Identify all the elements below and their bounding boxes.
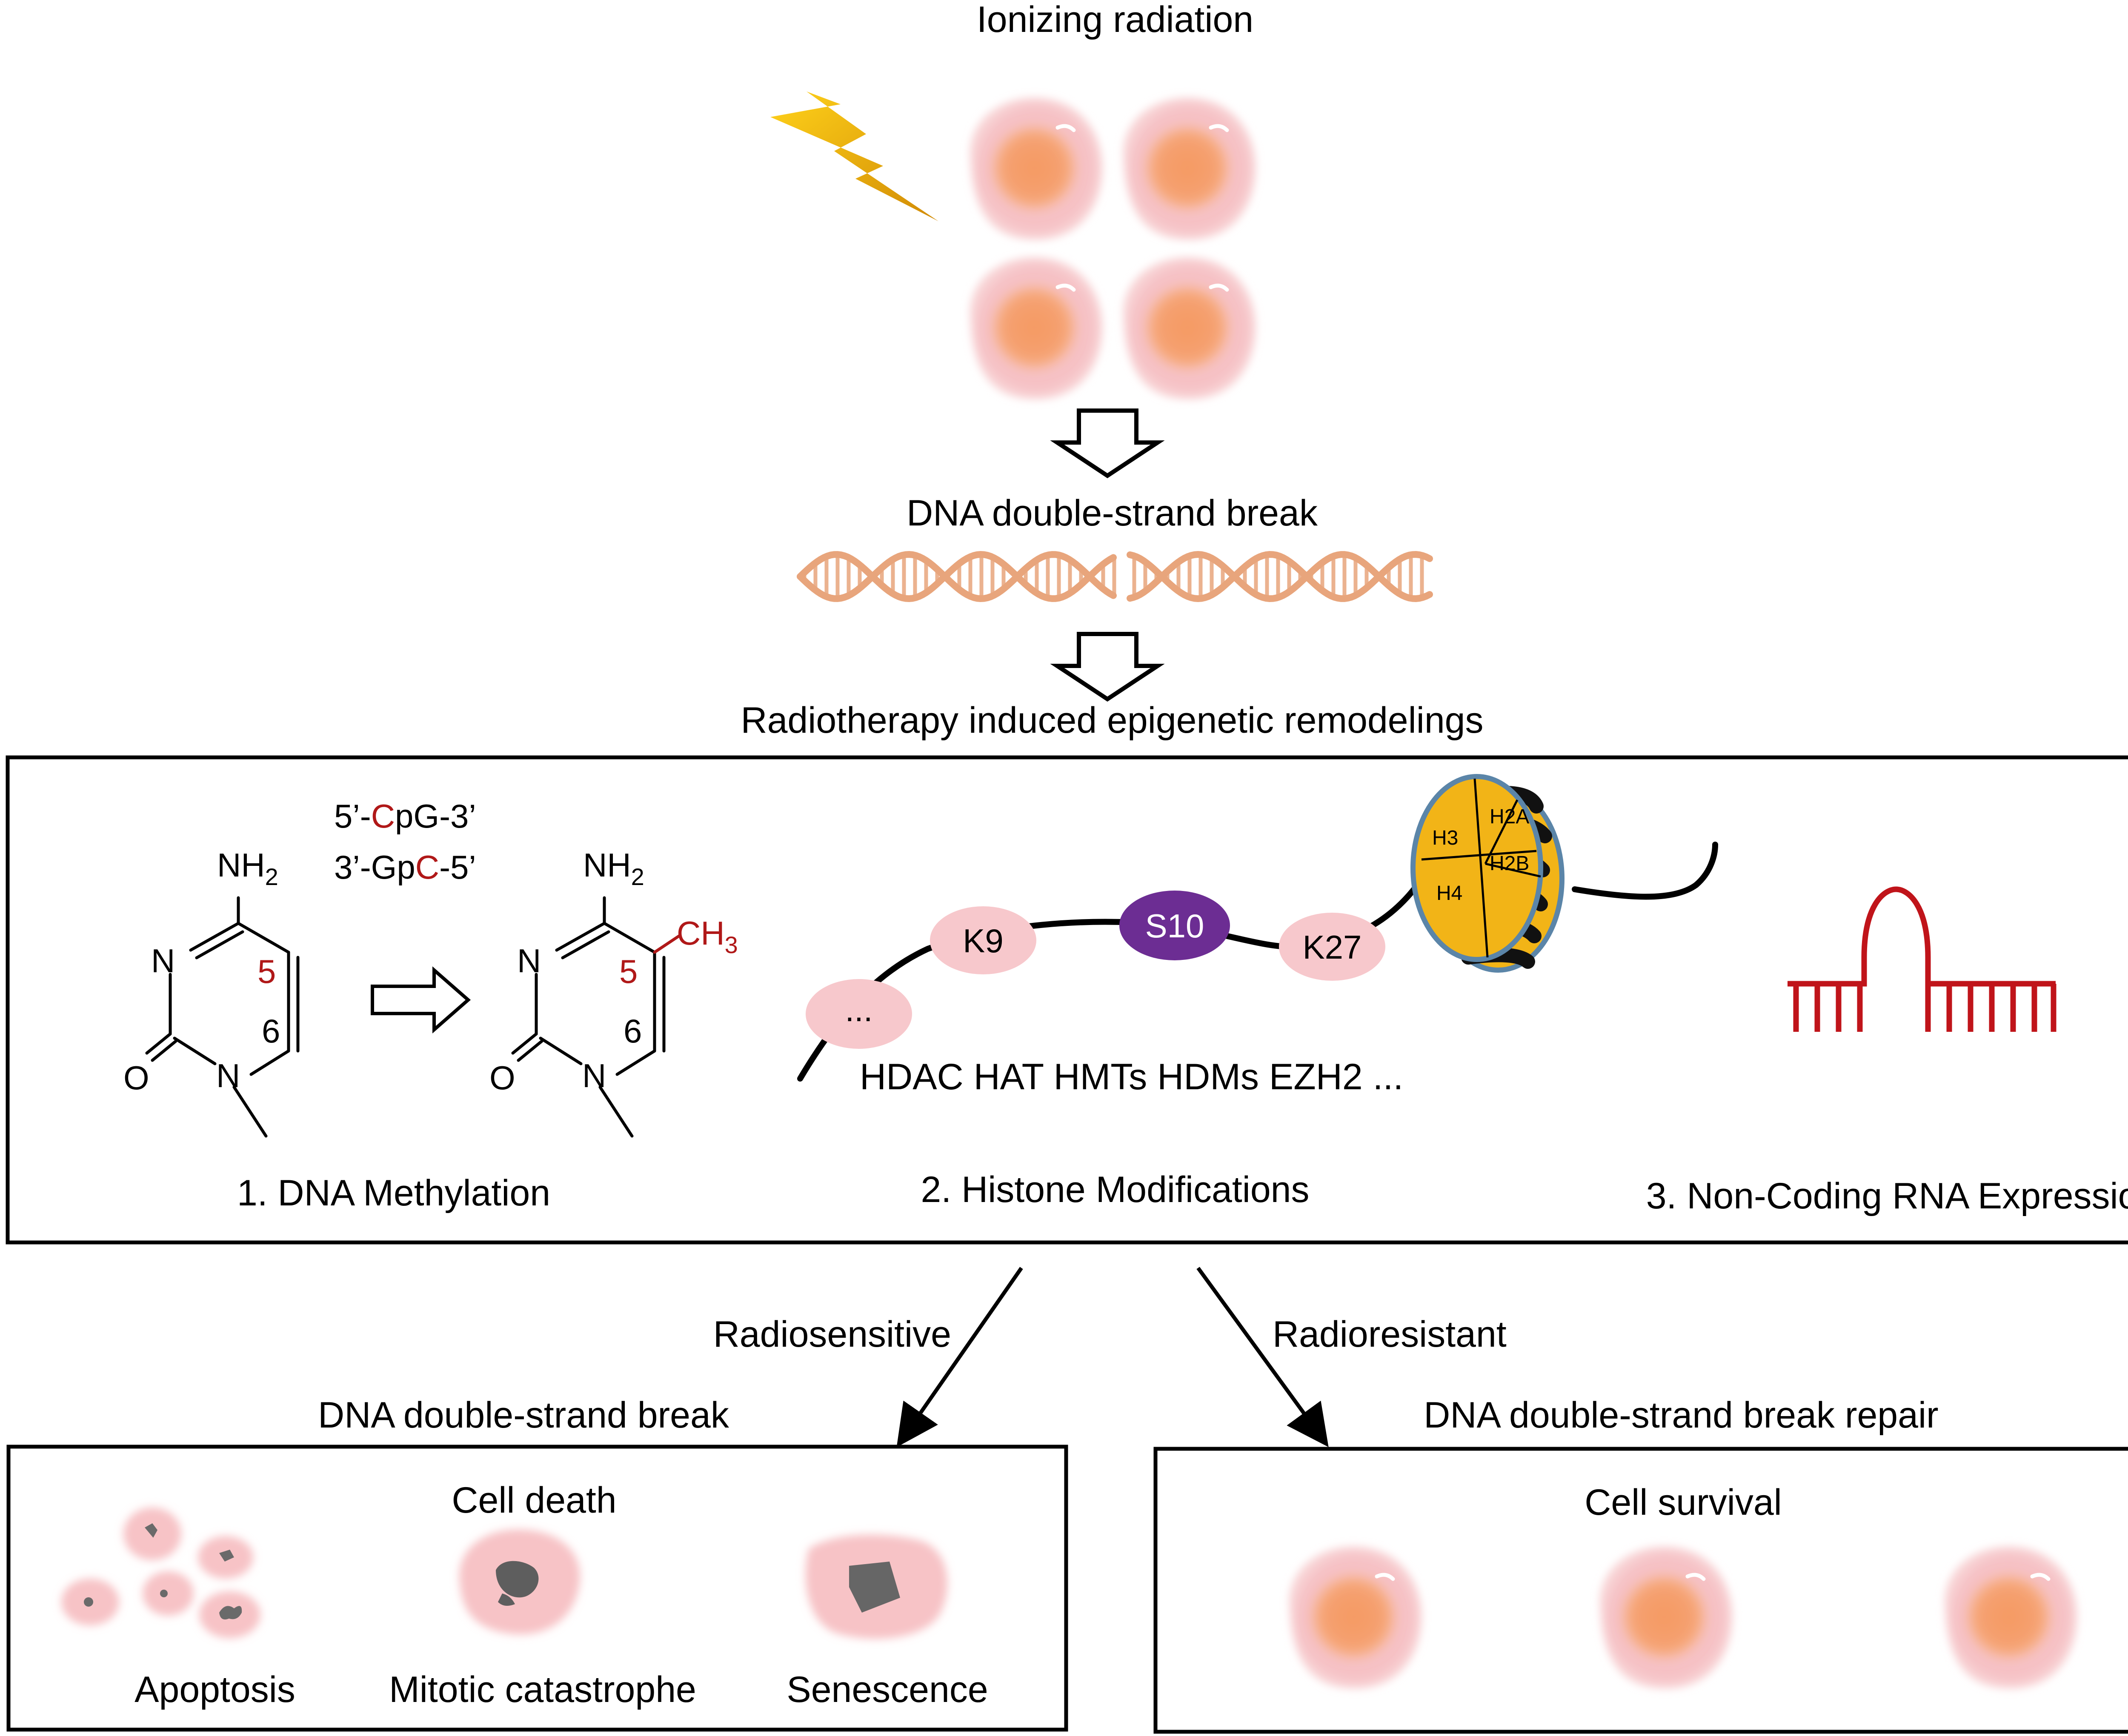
modification-site-k27 [1279,913,1385,981]
label-senescence: Senescence [787,1669,988,1710]
caption-ncrna: 3. Non-Coding RNA Expression [1646,1176,2128,1216]
histone-label-h2a: H2A [1490,805,1529,828]
site-label-k27: K27 [1303,928,1362,966]
modification-site-k9 [930,906,1036,974]
cytosine-structure [145,896,300,1138]
radioresistant-label: Radioresistant [1273,1314,1507,1355]
mitotic-catastrophe-icon [459,1529,580,1635]
cell-survival-panel [1153,1447,2128,1734]
cell-survival-heading: Cell survival [1585,1482,1782,1523]
site-label-k9: K9 [963,922,1003,959]
modification-site-other [806,979,912,1049]
irradiated-cells [970,98,1256,400]
methylated-c: C [415,848,439,886]
atom-nh2: NH2 [583,846,644,890]
title-ionizing-radiation: Ionizing radiation [977,0,1253,40]
linker-dna [1572,842,1718,900]
label-mitotic-catastrophe: Mitotic catastrophe [389,1669,696,1710]
caption-histone-modifications: 2. Histone Modifications [921,1169,1310,1210]
histone-label-h2b: H2B [1490,852,1529,875]
cell-death-panel [6,1445,1068,1732]
surviving-cell [1600,1547,1732,1689]
radioresistant-arrow [1196,1267,1329,1448]
atom-n3: N [517,942,541,979]
broken-dna-helix-icon [797,551,1433,602]
left-heading: DNA double-strand break [318,1395,729,1436]
cpg-prefix: 5’- [334,797,371,835]
apoptosis-icon [61,1508,260,1638]
down-arrow-icon [1050,632,1165,702]
site-label-other: ... [845,991,872,1028]
ncrna-section: 3. Non-Coding RNA Expression [1646,886,2128,1216]
modification-site-s10 [1119,891,1230,960]
irradiated-cell [970,98,1102,240]
dna-methylation-section: 5’-CpG-3’ 3’-GpC-5’ NH2 N N O 5 6 [123,797,738,1213]
radiosensitive-arrow [896,1267,1023,1448]
down-arrow-icon [1050,408,1165,478]
senescence-icon [805,1534,947,1639]
histone-modification-section: ... K9 S10 K27 H3 H2A H2B H4 HDAC HAT HM… [797,774,1718,1210]
atom-n3: N [151,942,175,979]
cpg-suffix: pG-3’ [395,797,476,835]
position-5: 5 [257,953,276,990]
cpg-sequence-bottom: 3’-GpC-5’ [334,848,476,886]
gpc-prefix: 3’-Gp [334,848,415,886]
label-apoptosis: Apoptosis [134,1669,295,1710]
methylated-c: C [371,797,395,835]
surviving-cell [1289,1547,1422,1689]
histone-label-h3: H3 [1432,827,1458,849]
ncrna-hairpin-icon [1788,886,2056,1032]
methylcytosine-structure [511,896,681,1138]
step-dsb-label: DNA double-strand break [907,493,1318,534]
atom-o: O [489,1059,515,1096]
nucleosome-icon: H3 H2A H2B H4 [1410,774,1565,973]
atom-o: O [123,1059,149,1096]
irradiated-cell [1123,98,1256,240]
right-heading: DNA double-strand break repair [1424,1395,1938,1436]
lightning-bolt-icon [770,91,938,221]
epigenetic-remodeling-panel [6,755,2128,1245]
site-label-s10: S10 [1145,907,1204,945]
surviving-cell [1945,1547,2077,1689]
irradiated-cell [1123,257,1256,400]
position-6: 6 [262,1012,280,1050]
cell-death-heading: Cell death [452,1480,616,1521]
radiosensitive-label: Radiosensitive [713,1314,951,1355]
histone-label-h4: H4 [1436,882,1462,905]
position-6: 6 [624,1012,642,1050]
methylation-arrow-icon [371,966,471,1034]
gpc-suffix: -5’ [439,848,476,886]
atom-n1: N [582,1057,606,1094]
step-remodel-label: Radiotherapy induced epigenetic remodeli… [741,700,1483,741]
position-5: 5 [619,953,638,990]
histone-enzymes: HDAC HAT HMTs HDMs EZH2 ... [860,1056,1403,1097]
atom-nh2: NH2 [217,846,278,890]
cpg-sequence-top: 5’-CpG-3’ [334,797,476,835]
caption-dna-methylation: 1. DNA Methylation [237,1173,550,1213]
atom-n1: N [216,1057,240,1094]
atom-ch3: CH3 [677,914,738,958]
irradiated-cell [970,257,1102,400]
